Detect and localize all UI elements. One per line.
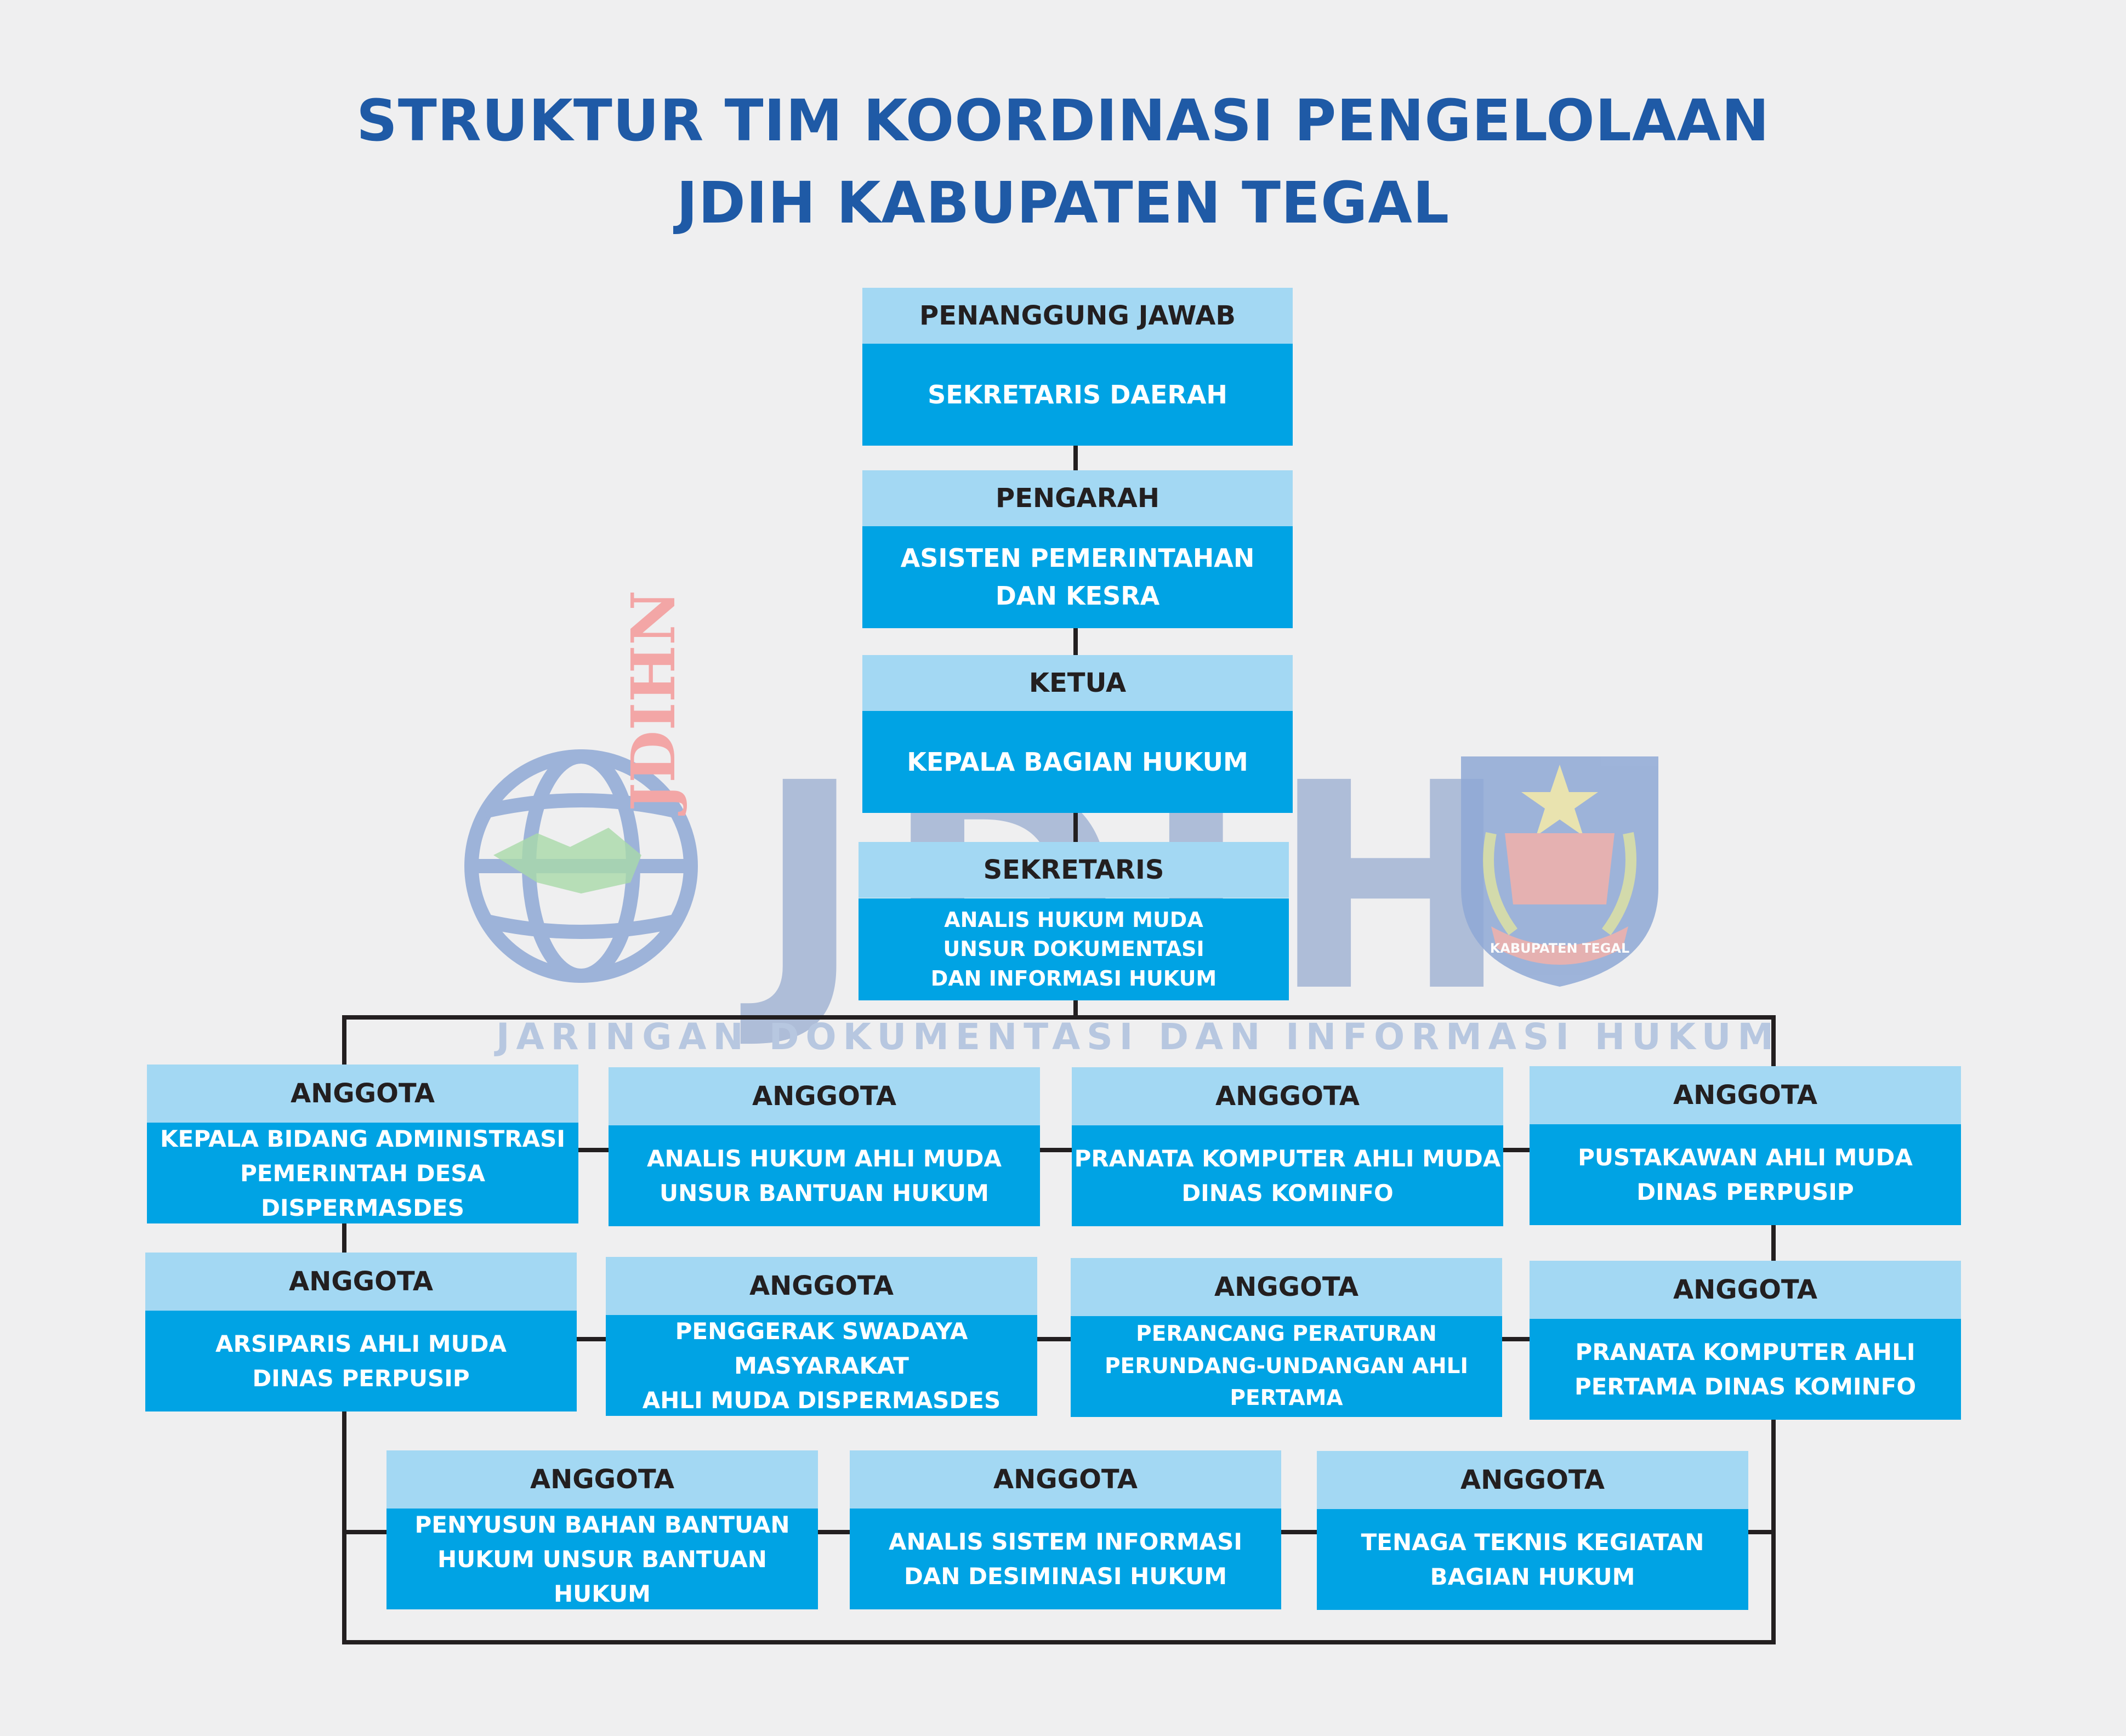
box-holder-label: ANALIS SISTEM INFORMASI DAN DESIMINASI H… <box>850 1509 1281 1609</box>
box-holder-label: KEPALA BAGIAN HUKUM <box>862 711 1293 813</box>
box-holder-label: ARSIPARIS AHLI MUDA DINAS PERPUSIP <box>145 1311 577 1411</box>
box-role-label: ANGGOTA <box>606 1257 1037 1315</box>
box-anggota-5: ANGGOTA ARSIPARIS AHLI MUDA DINAS PERPUS… <box>145 1253 577 1411</box>
globe-land-shape <box>493 828 641 893</box>
box-holder-label: PRANATA KOMPUTER AHLI PERTAMA DINAS KOMI… <box>1530 1319 1961 1420</box>
jdihn-logo-text: JDIHN <box>618 590 689 816</box>
box-holder-label: PRANATA KOMPUTER AHLI MUDA DINAS KOMINFO <box>1072 1125 1503 1226</box>
kabupaten-tegal-emblem-icon: KABUPATEN TEGAL <box>1461 756 1658 987</box>
box-holder-label: ANALIS HUKUM MUDA UNSUR DOKUMENTASI DAN … <box>859 898 1289 1000</box>
box-role-label: ANGGOTA <box>1072 1067 1503 1125</box>
emblem-ribbon-text: KABUPATEN TEGAL <box>1490 941 1630 956</box>
box-holder-label: SEKRETARIS DAERAH <box>862 344 1293 446</box>
box-pengarah: PENGARAH ASISTEN PEMERINTAHAN DAN KESRA <box>862 470 1293 628</box>
box-anggota-3: ANGGOTA PRANATA KOMPUTER AHLI MUDA DINAS… <box>1072 1067 1503 1226</box>
box-holder-label: KEPALA BIDANG ADMINISTRASI PEMERINTAH DE… <box>147 1123 578 1223</box>
box-role-label: KETUA <box>862 655 1293 711</box>
box-role-label: ANGGOTA <box>386 1450 818 1509</box>
box-role-label: ANGGOTA <box>1530 1261 1961 1319</box>
box-holder-label: PUSTAKAWAN AHLI MUDA DINAS PERPUSIP <box>1530 1124 1961 1225</box>
box-role-label: SEKRETARIS <box>859 842 1289 898</box>
box-role-label: PENANGGUNG JAWAB <box>862 288 1293 344</box>
box-role-label: ANGGOTA <box>1317 1451 1748 1509</box>
box-holder-label: ANALIS HUKUM AHLI MUDA UNSUR BANTUAN HUK… <box>609 1125 1040 1226</box>
box-holder-label: PENYUSUN BAHAN BANTUAN HUKUM UNSUR BANTU… <box>386 1509 818 1609</box>
box-anggota-1: ANGGOTA KEPALA BIDANG ADMINISTRASI PEMER… <box>147 1065 578 1223</box>
box-role-label: ANGGOTA <box>147 1065 578 1123</box>
box-penanggung-jawab: PENANGGUNG JAWAB SEKRETARIS DAERAH <box>862 288 1293 446</box>
box-role-label: ANGGOTA <box>1530 1066 1961 1124</box>
box-role-label: PENGARAH <box>862 470 1293 526</box>
box-holder-label: PENGGERAK SWADAYA MASYARAKAT AHLI MUDA D… <box>606 1315 1037 1416</box>
box-anggota-6: ANGGOTA PENGGERAK SWADAYA MASYARAKAT AHL… <box>606 1257 1037 1416</box>
box-holder-label: TENAGA TEKNIS KEGIATAN BAGIAN HUKUM <box>1317 1509 1748 1610</box>
box-role-label: ANGGOTA <box>145 1253 577 1311</box>
box-holder-label: ASISTEN PEMERINTAHAN DAN KESRA <box>862 526 1293 628</box>
box-role-label: ANGGOTA <box>850 1450 1281 1509</box>
box-role-label: ANGGOTA <box>609 1067 1040 1125</box>
box-anggota-8: ANGGOTA PRANATA KOMPUTER AHLI PERTAMA DI… <box>1530 1261 1961 1420</box>
watermark-caption: JARINGAN DOKUMENTASI DAN INFORMASI HUKUM <box>496 1016 1781 1058</box>
box-anggota-4: ANGGOTA PUSTAKAWAN AHLI MUDA DINAS PERPU… <box>1530 1066 1961 1225</box>
box-anggota-9: ANGGOTA PENYUSUN BAHAN BANTUAN HUKUM UNS… <box>386 1450 818 1609</box>
box-anggota-11: ANGGOTA TENAGA TEKNIS KEGIATAN BAGIAN HU… <box>1317 1451 1748 1610</box>
page-title-line-2: JDIH KABUPATEN TEGAL <box>676 169 1450 236</box>
box-role-label: ANGGOTA <box>1071 1258 1502 1316</box>
box-anggota-10: ANGGOTA ANALIS SISTEM INFORMASI DAN DESI… <box>850 1450 1281 1609</box>
box-holder-label: PERANCANG PERATURAN PERUNDANG-UNDANGAN A… <box>1071 1316 1502 1417</box>
box-anggota-2: ANGGOTA ANALIS HUKUM AHLI MUDA UNSUR BAN… <box>609 1067 1040 1226</box>
page-title-line-1: STRUKTUR TIM KOORDINASI PENGELOLAAN <box>356 87 1770 154</box>
box-ketua: KETUA KEPALA BAGIAN HUKUM <box>862 655 1293 813</box>
box-anggota-7: ANGGOTA PERANCANG PERATURAN PERUNDANG-UN… <box>1071 1258 1502 1417</box>
box-sekretaris: SEKRETARIS ANALIS HUKUM MUDA UNSUR DOKUM… <box>859 842 1289 1000</box>
